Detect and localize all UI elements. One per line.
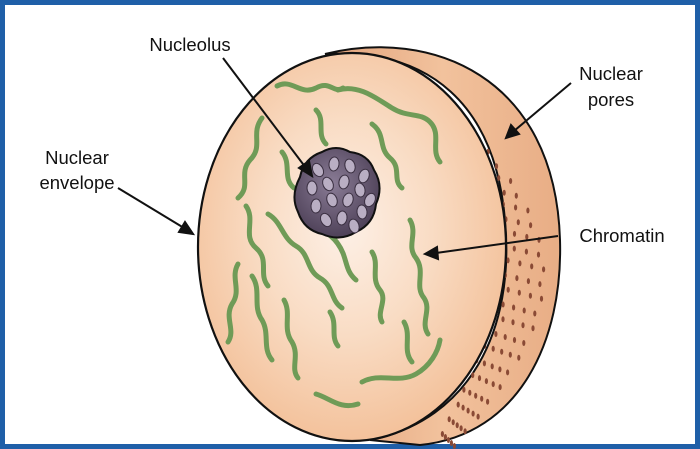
nuclear-pore <box>513 337 516 343</box>
label-nuclear-envelope-line2: envelope <box>39 172 114 193</box>
nuclear-pore <box>506 369 509 375</box>
nuclear-pore <box>495 163 498 169</box>
nuclear-pore <box>542 266 545 272</box>
label-nuclear-envelope-line1: Nuclear <box>45 147 109 168</box>
nuclear-pore <box>504 334 507 340</box>
nuclear-pore <box>441 431 444 437</box>
nuclear-pore <box>513 246 516 252</box>
label-nucleolus: Nucleolus <box>149 34 230 55</box>
nuclear-pore <box>492 381 495 387</box>
nuclear-pore <box>506 257 509 263</box>
nuclear-pore <box>464 428 467 434</box>
nuclear-pore <box>538 281 541 287</box>
nuclear-pore <box>509 178 512 184</box>
nuclear-pore <box>483 360 486 366</box>
nuclear-pore <box>511 319 514 325</box>
label-nuclear-pores-line1: Nuclear <box>579 63 643 84</box>
nuclear-pore <box>527 278 530 284</box>
nuclear-pore <box>513 231 516 237</box>
nuclear-pore <box>471 372 474 378</box>
nuclear-pore <box>474 393 477 399</box>
nuclear-pore <box>502 302 505 308</box>
nuclear-pore <box>491 363 494 369</box>
nuclear-pore <box>525 249 528 255</box>
nuclear-pore <box>467 408 470 414</box>
nuclear-pore <box>472 411 475 417</box>
nuclear-pore <box>529 293 532 299</box>
nuclear-pore <box>512 305 515 311</box>
nuclear-pore <box>460 425 463 431</box>
nuclear-pore <box>480 396 483 402</box>
nuclear-pore <box>533 311 536 317</box>
label-nuclear-pores-line2: pores <box>588 89 634 110</box>
nuclear-pore <box>518 290 521 296</box>
nuclear-pore <box>444 434 447 440</box>
nuclear-pore <box>537 252 540 258</box>
nucleolus-granule <box>311 199 322 214</box>
nuclear-pore <box>494 331 497 337</box>
nuclear-pore <box>540 296 543 302</box>
nuclear-pore <box>515 275 518 281</box>
nuclear-pore <box>521 322 524 328</box>
nuclear-pore <box>450 440 453 446</box>
nuclear-pore <box>522 340 525 346</box>
nuclear-pore <box>518 260 521 266</box>
nuclear-pore <box>514 205 517 211</box>
nuclear-pore <box>507 287 510 293</box>
nuclear-pore <box>517 355 520 361</box>
nuclear-pore <box>509 352 512 358</box>
nuclear-pore <box>448 416 451 422</box>
nuclear-pore <box>526 208 529 214</box>
nuclear-pore <box>462 405 465 411</box>
nuclear-pore <box>457 402 460 408</box>
nuclear-pore <box>517 219 520 225</box>
nuclear-pore <box>515 193 518 199</box>
nuclear-pore <box>503 190 506 196</box>
nuclear-pore <box>478 375 481 381</box>
nucleus-face <box>198 53 506 441</box>
nuclear-pore <box>447 437 450 443</box>
nuclear-pore <box>530 263 533 269</box>
nuclear-pore <box>486 399 489 405</box>
nuclear-pore <box>501 316 504 322</box>
nuclear-pore <box>468 390 471 396</box>
nuclear-pore <box>485 378 488 384</box>
nuclear-pore <box>499 384 502 390</box>
nuclear-pore <box>492 346 495 352</box>
nuclear-pore <box>452 419 455 425</box>
label-chromatin: Chromatin <box>579 225 664 246</box>
nuclear-pore <box>477 414 480 420</box>
nuclear-pore <box>456 422 459 428</box>
nuclear-pore <box>453 443 456 449</box>
nuclear-pore <box>525 234 528 240</box>
nuclear-pore <box>529 222 532 228</box>
nuclear-pore <box>462 387 465 393</box>
nucleolus-granule <box>307 181 317 195</box>
nuclear-pore <box>523 308 526 314</box>
nuclear-pore <box>500 349 503 355</box>
nuclear-pore <box>498 366 501 372</box>
nuclear-pore <box>531 325 534 331</box>
